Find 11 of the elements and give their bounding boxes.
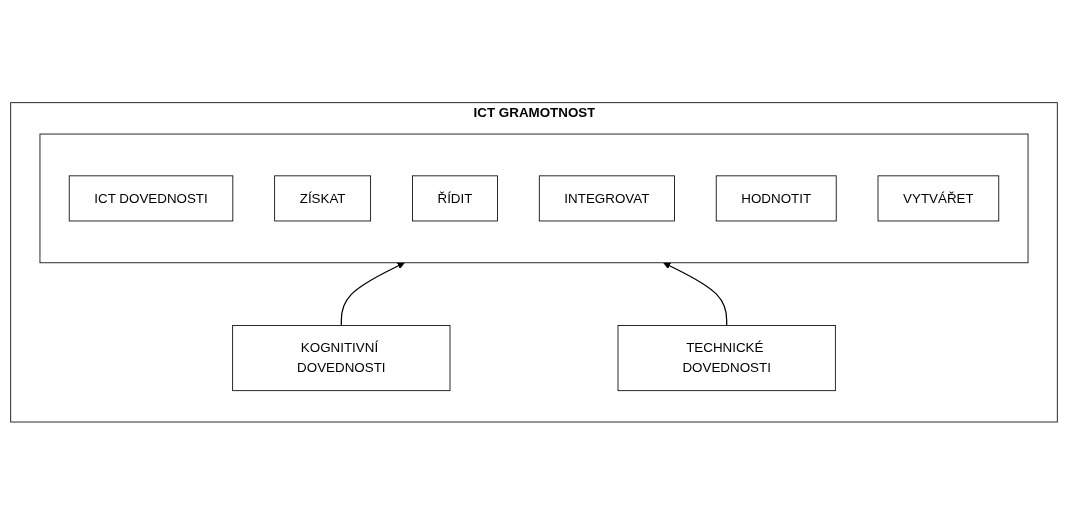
cluster <box>39 133 1028 264</box>
arrow <box>340 262 405 327</box>
node-box: ZÍSKAT <box>273 175 371 222</box>
node-box: VYTVÁŘET <box>877 175 999 222</box>
node-box: INTEGROVAT <box>538 175 675 222</box>
node-box: TECHNICKÉ DOVEDNOSTI <box>617 325 836 392</box>
node-box: KOGNITIVNÍ DOVEDNOSTI <box>231 325 450 392</box>
node-box: ŘÍDIT <box>411 175 498 222</box>
node-box: HODNOTIT <box>715 175 837 222</box>
node-box: ICT DOVEDNOSTI <box>68 175 233 222</box>
arrow <box>662 262 727 327</box>
